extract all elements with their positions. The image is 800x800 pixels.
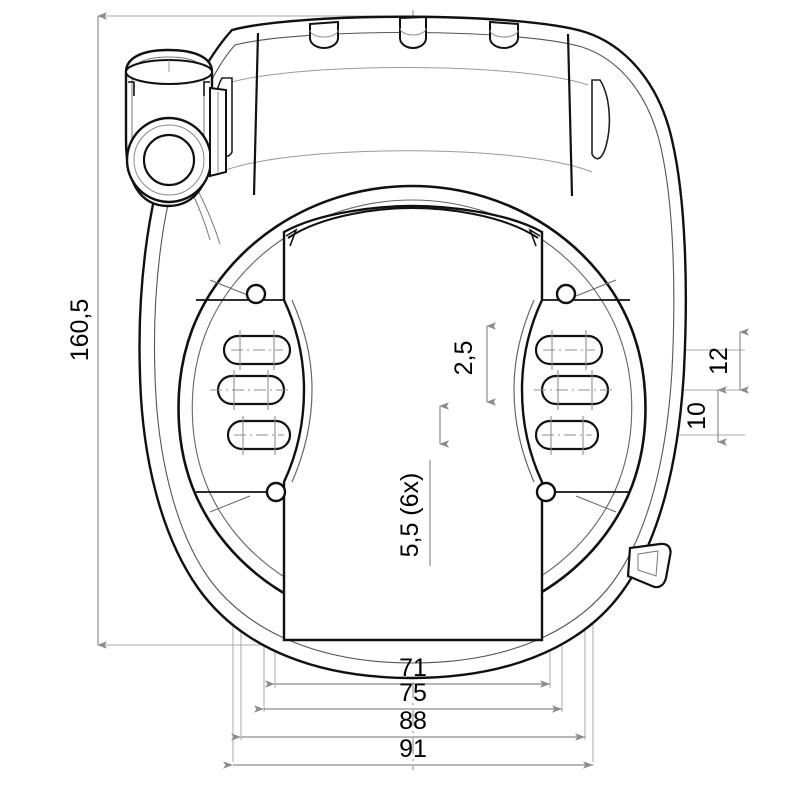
upper-shell-crease-2 (225, 150, 593, 173)
cylinder-notch-right (203, 81, 210, 96)
dimension-spacing-10: 10 (683, 386, 727, 446)
pivot-hole-lower-right (535, 481, 557, 503)
dimension-label-75: 75 (399, 679, 427, 707)
pivot-holes (245, 283, 577, 503)
top-tab-inner-arcs (309, 27, 519, 38)
dimension-label-88: 88 (399, 707, 427, 735)
shackle-right-arm-inner (513, 299, 535, 483)
shell-seam-left (252, 32, 260, 196)
dimension-width-71: 71 (265, 654, 550, 688)
outer-shell-inner-edge (153, 31, 675, 664)
dimension-offset-2-5: 2,5 (450, 322, 496, 406)
top-tab-right (489, 20, 519, 49)
shackle-hook-left (285, 228, 298, 247)
shelf-chamfers (209, 279, 617, 513)
dimension-width-88: 88 (231, 707, 585, 741)
shackle-cutout (282, 204, 544, 642)
dimension-label-91: 91 (399, 735, 427, 763)
slot-center-marks (210, 330, 616, 455)
dimension-width-75: 75 (254, 679, 562, 713)
cylinder-notch-left (128, 81, 135, 96)
dimension-label-71: 71 (399, 654, 427, 682)
keyhole-mid (133, 124, 205, 196)
pivot-hole-upper-left (245, 283, 267, 305)
shackle-left-arm-inner (291, 299, 313, 483)
dimension-slot-width: 5,5 (6x) (396, 460, 431, 566)
dimension-label-2-5: 2,5 (450, 341, 478, 376)
dimension-overall-height: 160,5 (66, 12, 107, 649)
dimension-label-160-5: 160,5 (66, 299, 94, 362)
keyhole (142, 133, 196, 187)
shell-seam-right (566, 33, 574, 197)
shackle-hook-right (528, 228, 541, 247)
top-tab-center (399, 15, 427, 49)
dimension-label-12: 12 (705, 347, 733, 375)
dimension-label-10: 10 (683, 402, 711, 430)
dimension-width-91: 91 (223, 735, 593, 769)
bottom-skirts (283, 560, 543, 640)
dimension-spacing-12: 12 (705, 328, 749, 394)
top-tab-left (309, 20, 339, 49)
side-lug-right (626, 542, 672, 589)
top-tabs (309, 15, 519, 49)
side-lug-inner (637, 550, 659, 577)
side-pad-right (591, 79, 611, 160)
shackle-top-arc (287, 206, 539, 239)
shackle-outline (282, 204, 544, 642)
pivot-hole-upper-right (555, 283, 577, 305)
key-cylinder (124, 48, 227, 208)
dimension-label-5-5-6x: 5,5 (6x) (396, 473, 424, 558)
pivot-hole-lower-left (265, 481, 287, 503)
upper-shell-crease (227, 67, 589, 86)
